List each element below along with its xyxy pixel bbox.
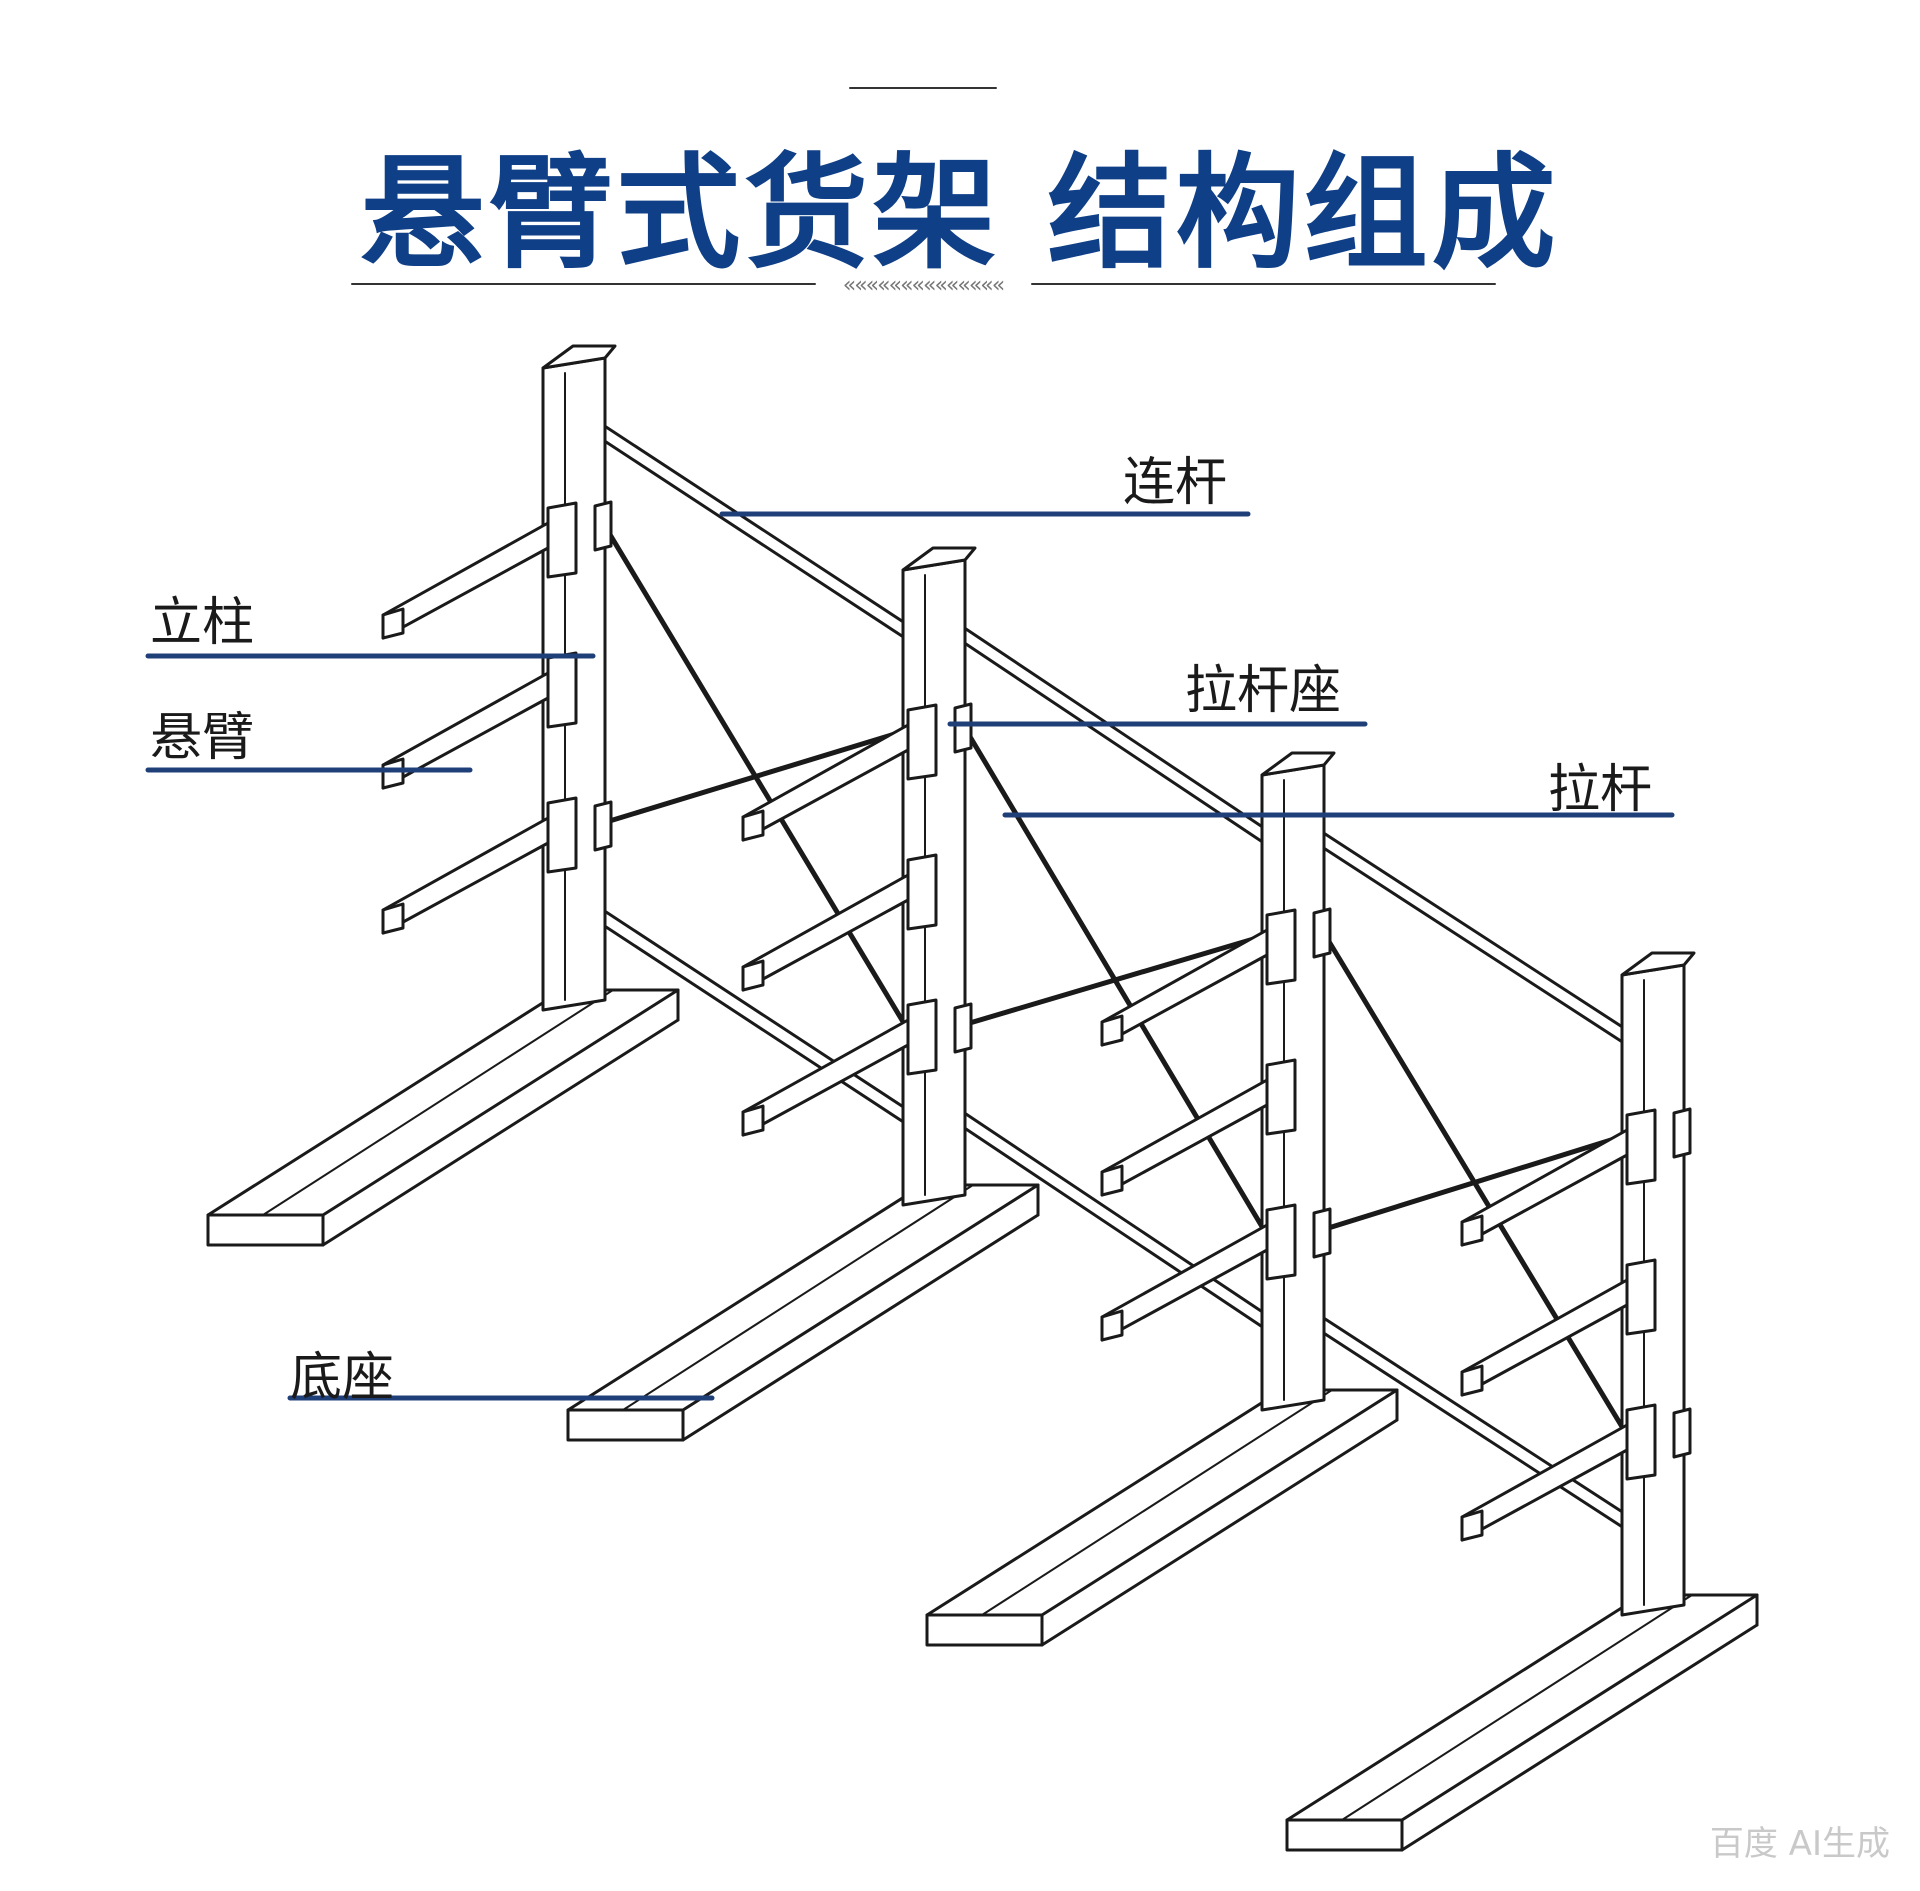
- page-title: 悬臂式货架 结构组成: [360, 142, 1560, 286]
- tie-bar-lower-3-edge: [1317, 1328, 1629, 1532]
- cantilever-arm-1-1: [381, 521, 550, 640]
- label-upright: 立柱: [150, 593, 255, 653]
- base-end-2: [566, 1408, 685, 1442]
- brace-seat-2-2: [953, 1002, 973, 1054]
- base-end-4: [1285, 1818, 1404, 1852]
- base-top-flange-4: [1285, 1593, 1759, 1822]
- base-bottom-edge-1: [321, 1018, 680, 1247]
- arm-tip-4-2: [1460, 1364, 1484, 1397]
- base-bottom-edge-2: [681, 1213, 1040, 1442]
- base-web-3: [981, 1389, 1333, 1616]
- upright-cap-3: [1260, 751, 1336, 777]
- watermark: 百度 AI生成: [1709, 1824, 1890, 1864]
- arm-tip-2-3: [741, 1104, 765, 1137]
- cantilever-arm-3-1: [1100, 928, 1269, 1047]
- tie-bar-upper-1-edge: [598, 436, 910, 642]
- cantilever-arm-2-3: [741, 1018, 910, 1137]
- brace-seat-2-1: [953, 702, 973, 754]
- arm-bracket-4-2: [1625, 1258, 1657, 1336]
- arm-bracket-2-3: [906, 998, 938, 1076]
- upright-cap-1: [541, 344, 617, 370]
- label-brace-seat: 拉杆座: [1185, 661, 1342, 721]
- arm-tip-3-3: [1100, 1309, 1124, 1342]
- arm-tip-1-3: [381, 902, 405, 935]
- base-bottom-edge-3: [1040, 1418, 1399, 1647]
- upright-cap-4: [1620, 951, 1696, 977]
- base-top-flange-1: [206, 988, 680, 1217]
- brace-rod-up-2: [960, 932, 1270, 1028]
- base-top-flange-2: [566, 1183, 1040, 1412]
- arm-bracket-1-3: [546, 796, 578, 874]
- base-web-2: [622, 1184, 974, 1411]
- tie-bar-lower-2-edge: [958, 1123, 1269, 1332]
- arm-tip-1-2: [381, 757, 405, 790]
- base-end-1: [206, 1213, 325, 1247]
- brace-seat-1-1: [593, 500, 613, 552]
- arm-bracket-4-1: [1625, 1108, 1657, 1186]
- tie-bar-lower-1: [598, 906, 910, 1112]
- arm-tip-2-1: [741, 809, 765, 842]
- base-end-3: [925, 1613, 1044, 1647]
- cantilever-arm-2-1: [741, 723, 910, 842]
- base-web-1: [262, 989, 614, 1216]
- arm-bracket-1-1: [546, 501, 578, 579]
- arm-tip-1-1: [381, 607, 405, 640]
- tie-bar-lower-1-edge: [598, 921, 910, 1127]
- base-top-flange-3: [925, 1388, 1399, 1617]
- arm-bracket-2-2: [906, 853, 938, 931]
- tie-bar-upper-1: [598, 421, 910, 627]
- brace-seat-3-2: [1312, 1207, 1332, 1259]
- arm-bracket-1-2: [546, 651, 578, 729]
- cantilever-arm-3-3: [1100, 1223, 1269, 1342]
- tie-bar-upper-3: [1317, 828, 1629, 1032]
- cantilever-arm-4-1: [1460, 1128, 1629, 1247]
- label-base: 底座: [290, 1348, 395, 1408]
- arm-tip-4-1: [1460, 1214, 1484, 1247]
- arm-tip-2-2: [741, 959, 765, 992]
- arm-tip-3-2: [1100, 1164, 1124, 1197]
- arm-tip-3-1: [1100, 1014, 1124, 1047]
- cantilever-arm-1-3: [381, 816, 550, 935]
- arm-bracket-4-3: [1625, 1403, 1657, 1481]
- arm-bracket-2-1: [906, 703, 938, 781]
- label-brace-rod: 拉杆: [1548, 760, 1653, 820]
- base-web-4: [1341, 1594, 1693, 1821]
- arm-bracket-3-2: [1265, 1058, 1297, 1136]
- tie-bar-lower-2: [958, 1108, 1269, 1317]
- base-bottom-edge-4: [1400, 1623, 1759, 1852]
- arm-bracket-3-1: [1265, 908, 1297, 986]
- brace-rod-up-3: [1319, 1132, 1630, 1233]
- title-ornament: ««««««««««««««: [843, 273, 1004, 298]
- brace-seat-1-2: [593, 800, 613, 852]
- brace-seat-4-2: [1672, 1407, 1692, 1459]
- tie-bar-upper-3-edge: [1317, 843, 1629, 1047]
- label-tie-bar: 连杆: [1123, 453, 1228, 513]
- arm-tip-4-3: [1460, 1509, 1484, 1542]
- tie-bar-lower-3: [1317, 1313, 1629, 1517]
- brace-seat-3-1: [1312, 907, 1332, 959]
- arm-bracket-3-3: [1265, 1203, 1297, 1281]
- brace-rod-up-1: [600, 727, 911, 826]
- tie-bar-upper-2-edge: [958, 638, 1269, 847]
- tie-bar-upper-2: [958, 623, 1269, 832]
- cantilever-arm-4-3: [1460, 1423, 1629, 1542]
- label-cantilever-arm: 悬臂: [150, 708, 255, 768]
- brace-seat-4-1: [1672, 1107, 1692, 1159]
- upright-cap-2: [901, 546, 977, 572]
